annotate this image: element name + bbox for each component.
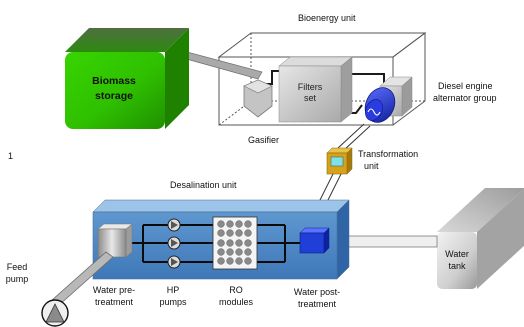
- water-posttreatment-label-2: treatment: [298, 299, 337, 309]
- water-tank-label-2: tank: [448, 261, 466, 271]
- biomass-storage: Biomass storage: [65, 28, 189, 129]
- filters-set: Filters set: [278, 56, 353, 123]
- desal-internal-piping: [131, 224, 300, 263]
- hp-pump-icon: [167, 236, 181, 250]
- water-posttreatment: [299, 227, 330, 254]
- water-pretreatment-label-1: Water pre-: [93, 285, 135, 295]
- desal-to-tank-pipe: [346, 235, 438, 248]
- transformer-to-desal-cable: [317, 173, 342, 205]
- desalination-unit-label: Desalination unit: [170, 180, 237, 190]
- ro-modules: [212, 216, 258, 270]
- filters-set-label-2: set: [304, 93, 317, 103]
- ro-modules-label-2: modules: [219, 297, 254, 307]
- water-tank-label-1: Water: [445, 249, 469, 259]
- diesel-engine-label-2: alternator group: [433, 93, 497, 103]
- water-pretreatment: [97, 223, 133, 258]
- transformation-unit-label-2: unit: [364, 161, 379, 171]
- hp-pumps-label-1: HP: [167, 285, 180, 295]
- bioenergy-unit-label: Bioenergy unit: [298, 13, 356, 23]
- hp-pumps-label-2: pumps: [159, 297, 187, 307]
- hp-pump-icon: [167, 255, 181, 269]
- gasifier: Gasifier: [243, 79, 279, 145]
- water-tank: Water tank: [437, 188, 524, 289]
- water-posttreatment-label-1: Water post-: [294, 287, 340, 297]
- alternator-symbol-icon: [367, 108, 381, 116]
- gasifier-label: Gasifier: [248, 135, 279, 145]
- hp-pumps: [167, 218, 181, 269]
- water-pretreatment-label-2: treatment: [95, 297, 134, 307]
- feed-pump-icon: [41, 299, 69, 327]
- ro-modules-label-1: RO: [229, 285, 243, 295]
- transformation-unit-label-1: Transformation: [358, 149, 418, 159]
- biomass-storage-label-1: Biomass: [92, 75, 136, 87]
- alternator-to-transformer-cable: [337, 123, 371, 151]
- feed-pump-label-1: Feed: [7, 262, 28, 272]
- hp-pump-icon: [167, 218, 181, 232]
- transformation-unit: Transformation unit: [326, 147, 418, 175]
- feed-pump-label-2: pump: [6, 274, 29, 284]
- diesel-engine-label-1: Diesel engine: [438, 81, 493, 91]
- biomass-storage-label-2: storage: [95, 90, 133, 102]
- diesel-engine-alternator: Diesel engine alternator group: [364, 76, 497, 123]
- stray-mark: 1: [8, 151, 13, 161]
- filters-set-label-1: Filters: [298, 82, 323, 92]
